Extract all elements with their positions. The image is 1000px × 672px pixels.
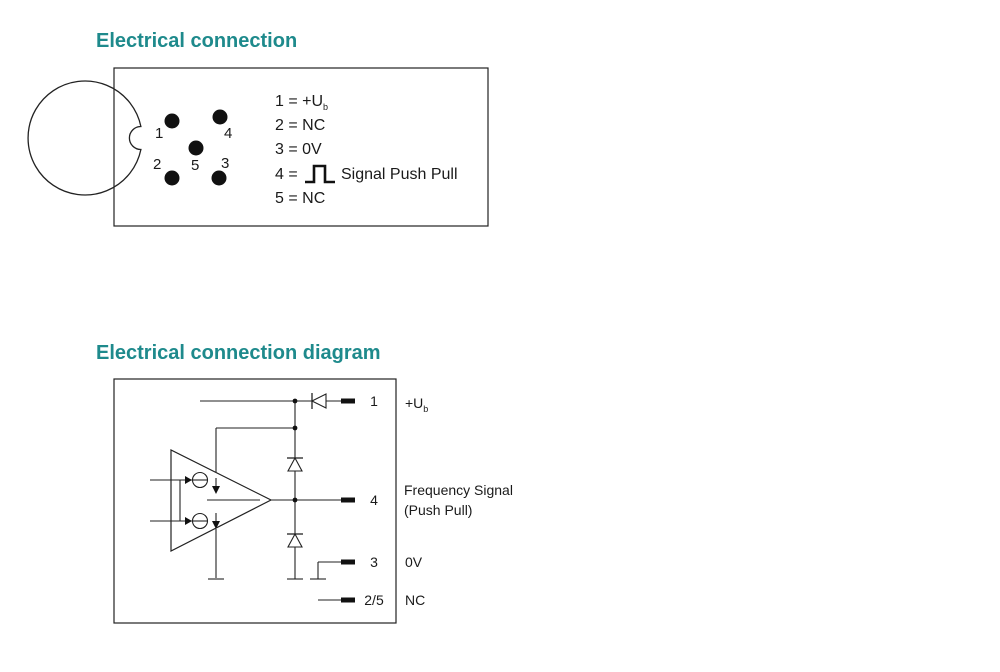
diode-series [310, 393, 327, 409]
schematic-wiring [200, 400, 341, 601]
schematic-frame [113, 378, 397, 624]
terminal-pad-2-5 [341, 597, 355, 603]
terminal-pad-1 [341, 398, 355, 404]
pin-label-3: 3 [221, 155, 229, 172]
legend-item-4-prefix: 4 = [275, 166, 298, 183]
terminal-label-nc: NC [405, 592, 425, 608]
square-pulse-icon [305, 164, 335, 184]
legend-item-2: 2 = NC [275, 117, 325, 134]
pin-3-dot [211, 170, 227, 186]
pin-label-4: 4 [224, 125, 232, 142]
pin-4-dot [212, 109, 228, 125]
diode-upper [287, 456, 303, 472]
terminal-pad-3 [341, 559, 355, 565]
section-title-electrical-connection: Electrical connection [96, 30, 298, 52]
amplifier-symbol [150, 449, 273, 552]
legend-item-4-suffix: Signal Push Pull [341, 166, 458, 183]
legend-item-1: 1 = +Ub [275, 93, 328, 112]
connector-outline [27, 80, 142, 196]
legend-item-3: 3 = 0V [275, 141, 322, 158]
terminal-label-supply: +Ub [405, 395, 428, 414]
pin-legend: 1 = +Ub 2 = NC 3 = 0V 4 = Signal Push Pu… [275, 93, 458, 207]
junction-dot [292, 497, 298, 503]
pin-label-5: 5 [191, 157, 199, 174]
terminal-number-2-5: 2/5 [364, 592, 384, 608]
pin-label-1: 1 [155, 125, 163, 142]
pin-1-dot [164, 113, 180, 129]
junction-dot [292, 398, 298, 404]
legend-item-5: 5 = NC [275, 190, 325, 207]
pin-5-dot [188, 140, 204, 156]
terminal-number-4: 4 [370, 492, 378, 508]
pin-2-dot [164, 170, 180, 186]
terminal-number-1: 1 [370, 393, 378, 409]
section-title-connection-diagram: Electrical connection diagram [96, 342, 381, 364]
terminal-label-0v: 0V [405, 554, 423, 570]
terminal-label-frequency-line2: (Push Pull) [404, 502, 472, 518]
connector-face: 1 2 3 4 5 [27, 80, 232, 196]
terminal-number-3: 3 [370, 554, 378, 570]
diode-lower [287, 532, 303, 548]
pin-label-2: 2 [153, 156, 161, 173]
terminal-label-frequency-line1: Frequency Signal [404, 482, 513, 498]
terminal-pad-4 [341, 497, 355, 503]
pinout-frame [113, 67, 489, 227]
junction-dot [292, 425, 298, 431]
